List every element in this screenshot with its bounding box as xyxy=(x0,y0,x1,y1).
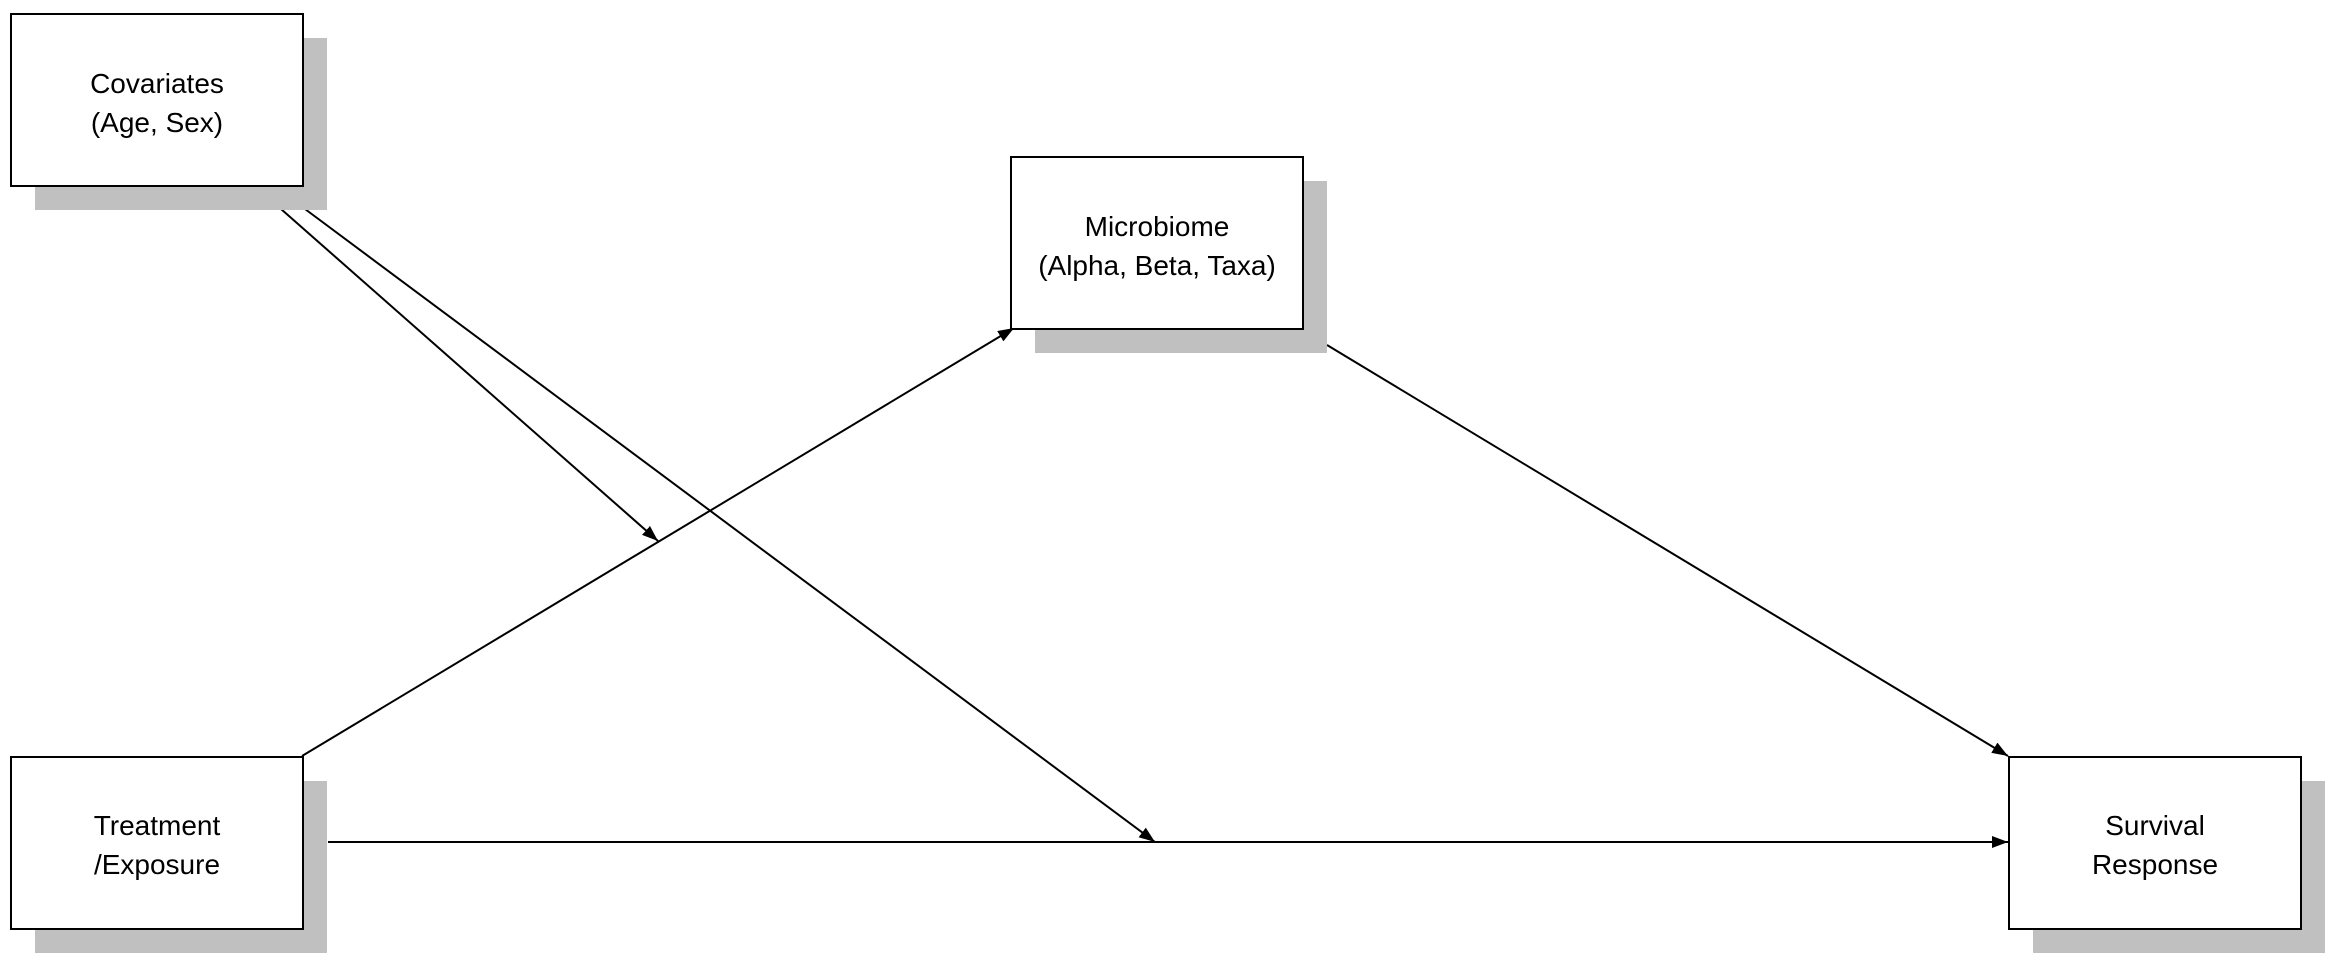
node-treatment: Treatment /Exposure xyxy=(10,756,327,953)
node-microbiome-label-line1: Microbiome xyxy=(1085,211,1230,242)
node-covariates-label-line2: (Age, Sex) xyxy=(91,107,223,138)
node-microbiome: Microbiome (Alpha, Beta, Taxa) xyxy=(1010,156,1327,353)
edge-treatment-to-microbiome xyxy=(301,327,1015,757)
node-survival-box xyxy=(2008,756,2302,930)
node-survival-label-line1: Survival xyxy=(2105,810,2205,841)
edge-covariates-to-treatment-survival-path xyxy=(304,208,1156,843)
edges xyxy=(280,208,2009,848)
edge-covariates-to-treatment-microbiome-path xyxy=(280,208,659,542)
node-treatment-label-line1: Treatment xyxy=(94,810,221,841)
node-treatment-box xyxy=(10,756,304,930)
node-survival-label-line2: Response xyxy=(2092,849,2218,880)
node-survival: Survival Response xyxy=(2008,756,2325,953)
node-covariates-box xyxy=(10,13,304,187)
node-microbiome-box xyxy=(1010,156,1304,330)
edge-microbiome-to-survival xyxy=(1326,344,2009,757)
node-covariates-label-line1: Covariates xyxy=(90,68,224,99)
node-treatment-label-line2: /Exposure xyxy=(94,849,220,880)
node-covariates: Covariates (Age, Sex) xyxy=(10,13,327,210)
node-microbiome-label-line2: (Alpha, Beta, Taxa) xyxy=(1038,250,1276,281)
